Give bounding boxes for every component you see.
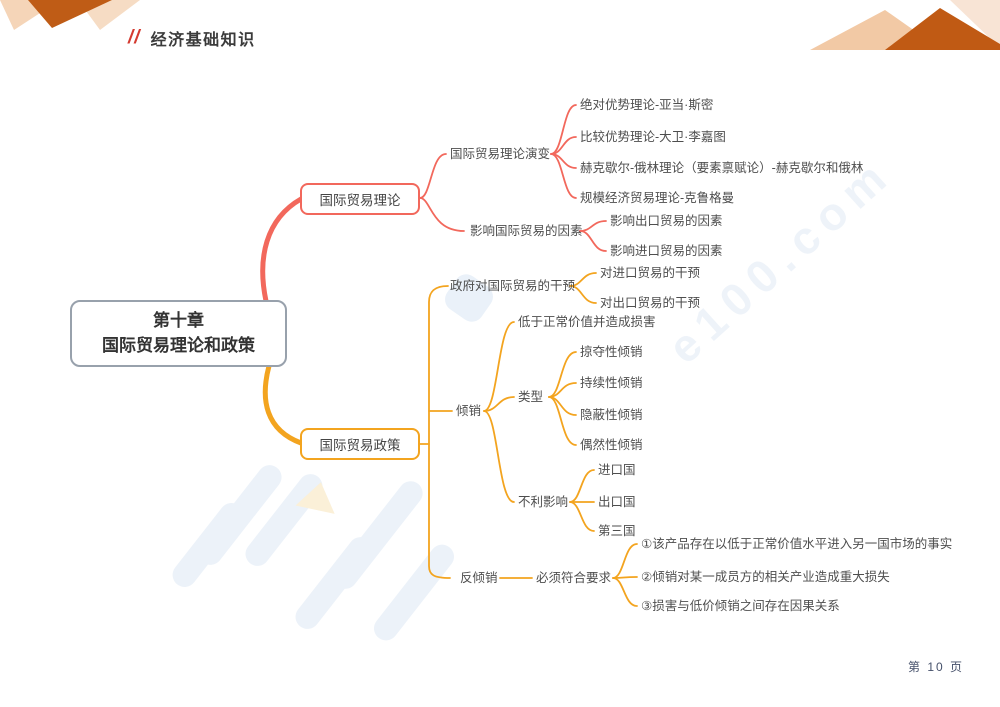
leaf-requirement-2: ②倾销对某一成员方的相关产业造成重大损失 [641, 570, 890, 584]
root-line2: 国际贸易理论和政策 [102, 335, 255, 355]
leaf-comparative-advantage: 比较优势理论-大卫·李嘉图 [580, 130, 726, 144]
header-title: 经济基础知识 [150, 32, 256, 49]
leaf-requirement-3: ③损害与低价倾销之间存在因果关系 [641, 599, 840, 613]
leaf-absolute-advantage: 绝对优势理论-亚当·斯密 [580, 98, 714, 112]
leaf-export-intervention: 对出口贸易的干预 [600, 296, 701, 310]
branch-policy-curve [262, 363, 304, 446]
leaf-import-intervention: 对进口贸易的干预 [600, 266, 701, 280]
leaf-predatory-dumping: 掠夺性倾销 [580, 345, 643, 359]
root-node-chapter: 第十章 国际贸易理论和政策 [70, 300, 287, 367]
leaf-hidden-dumping: 隐蔽性倾销 [580, 408, 643, 422]
leaf-third-country: 第三国 [598, 524, 636, 538]
node-policy: 国际贸易政策 [300, 428, 420, 460]
leaf-export-factors: 影响出口贸易的因素 [610, 214, 723, 228]
node-theory: 国际贸易理论 [300, 183, 420, 215]
root-line1: 第十章 [153, 310, 204, 330]
node-anti-dumping: 反倾销 [460, 571, 498, 585]
node-adverse-effects: 不利影响 [518, 495, 569, 509]
leaf-exporting-country: 出口国 [598, 495, 636, 509]
node-dumping: 倾销 [456, 404, 482, 418]
leaf-heckscher-ohlin: 赫克歇尔-俄林理论（要素禀赋论）-赫克歇尔和俄林 [580, 161, 864, 175]
leaf-importing-country: 进口国 [598, 463, 636, 477]
header-slashes-icon: // [128, 27, 141, 48]
node-requirements: 必须符合要求 [536, 571, 612, 585]
page-number: 第 10 页 [908, 660, 965, 674]
node-trade-factors: 影响国际贸易的因素 [470, 224, 583, 238]
corner-decoration-top-right [810, 0, 1000, 50]
node-gov-intervention: 政府对国际贸易的干预 [450, 279, 576, 293]
node-theory-evolution: 国际贸易理论演变 [450, 147, 551, 161]
leaf-persistent-dumping: 持续性倾销 [580, 376, 643, 390]
leaf-import-factors: 影响进口贸易的因素 [610, 244, 723, 258]
corner-decoration-top-left [0, 0, 140, 30]
node-dumping-types: 类型 [518, 390, 544, 404]
branch-theory-curve [260, 196, 304, 304]
page-header: // 经济基础知识 [128, 26, 256, 50]
leaf-scale-economy: 规模经济贸易理论-克鲁格曼 [580, 191, 735, 205]
leaf-requirement-1: ①该产品存在以低于正常价值水平进入另一国市场的事实 [641, 537, 953, 551]
leaf-below-normal-value: 低于正常价值并造成损害 [518, 315, 656, 329]
leaf-occasional-dumping: 偶然性倾销 [580, 438, 643, 452]
